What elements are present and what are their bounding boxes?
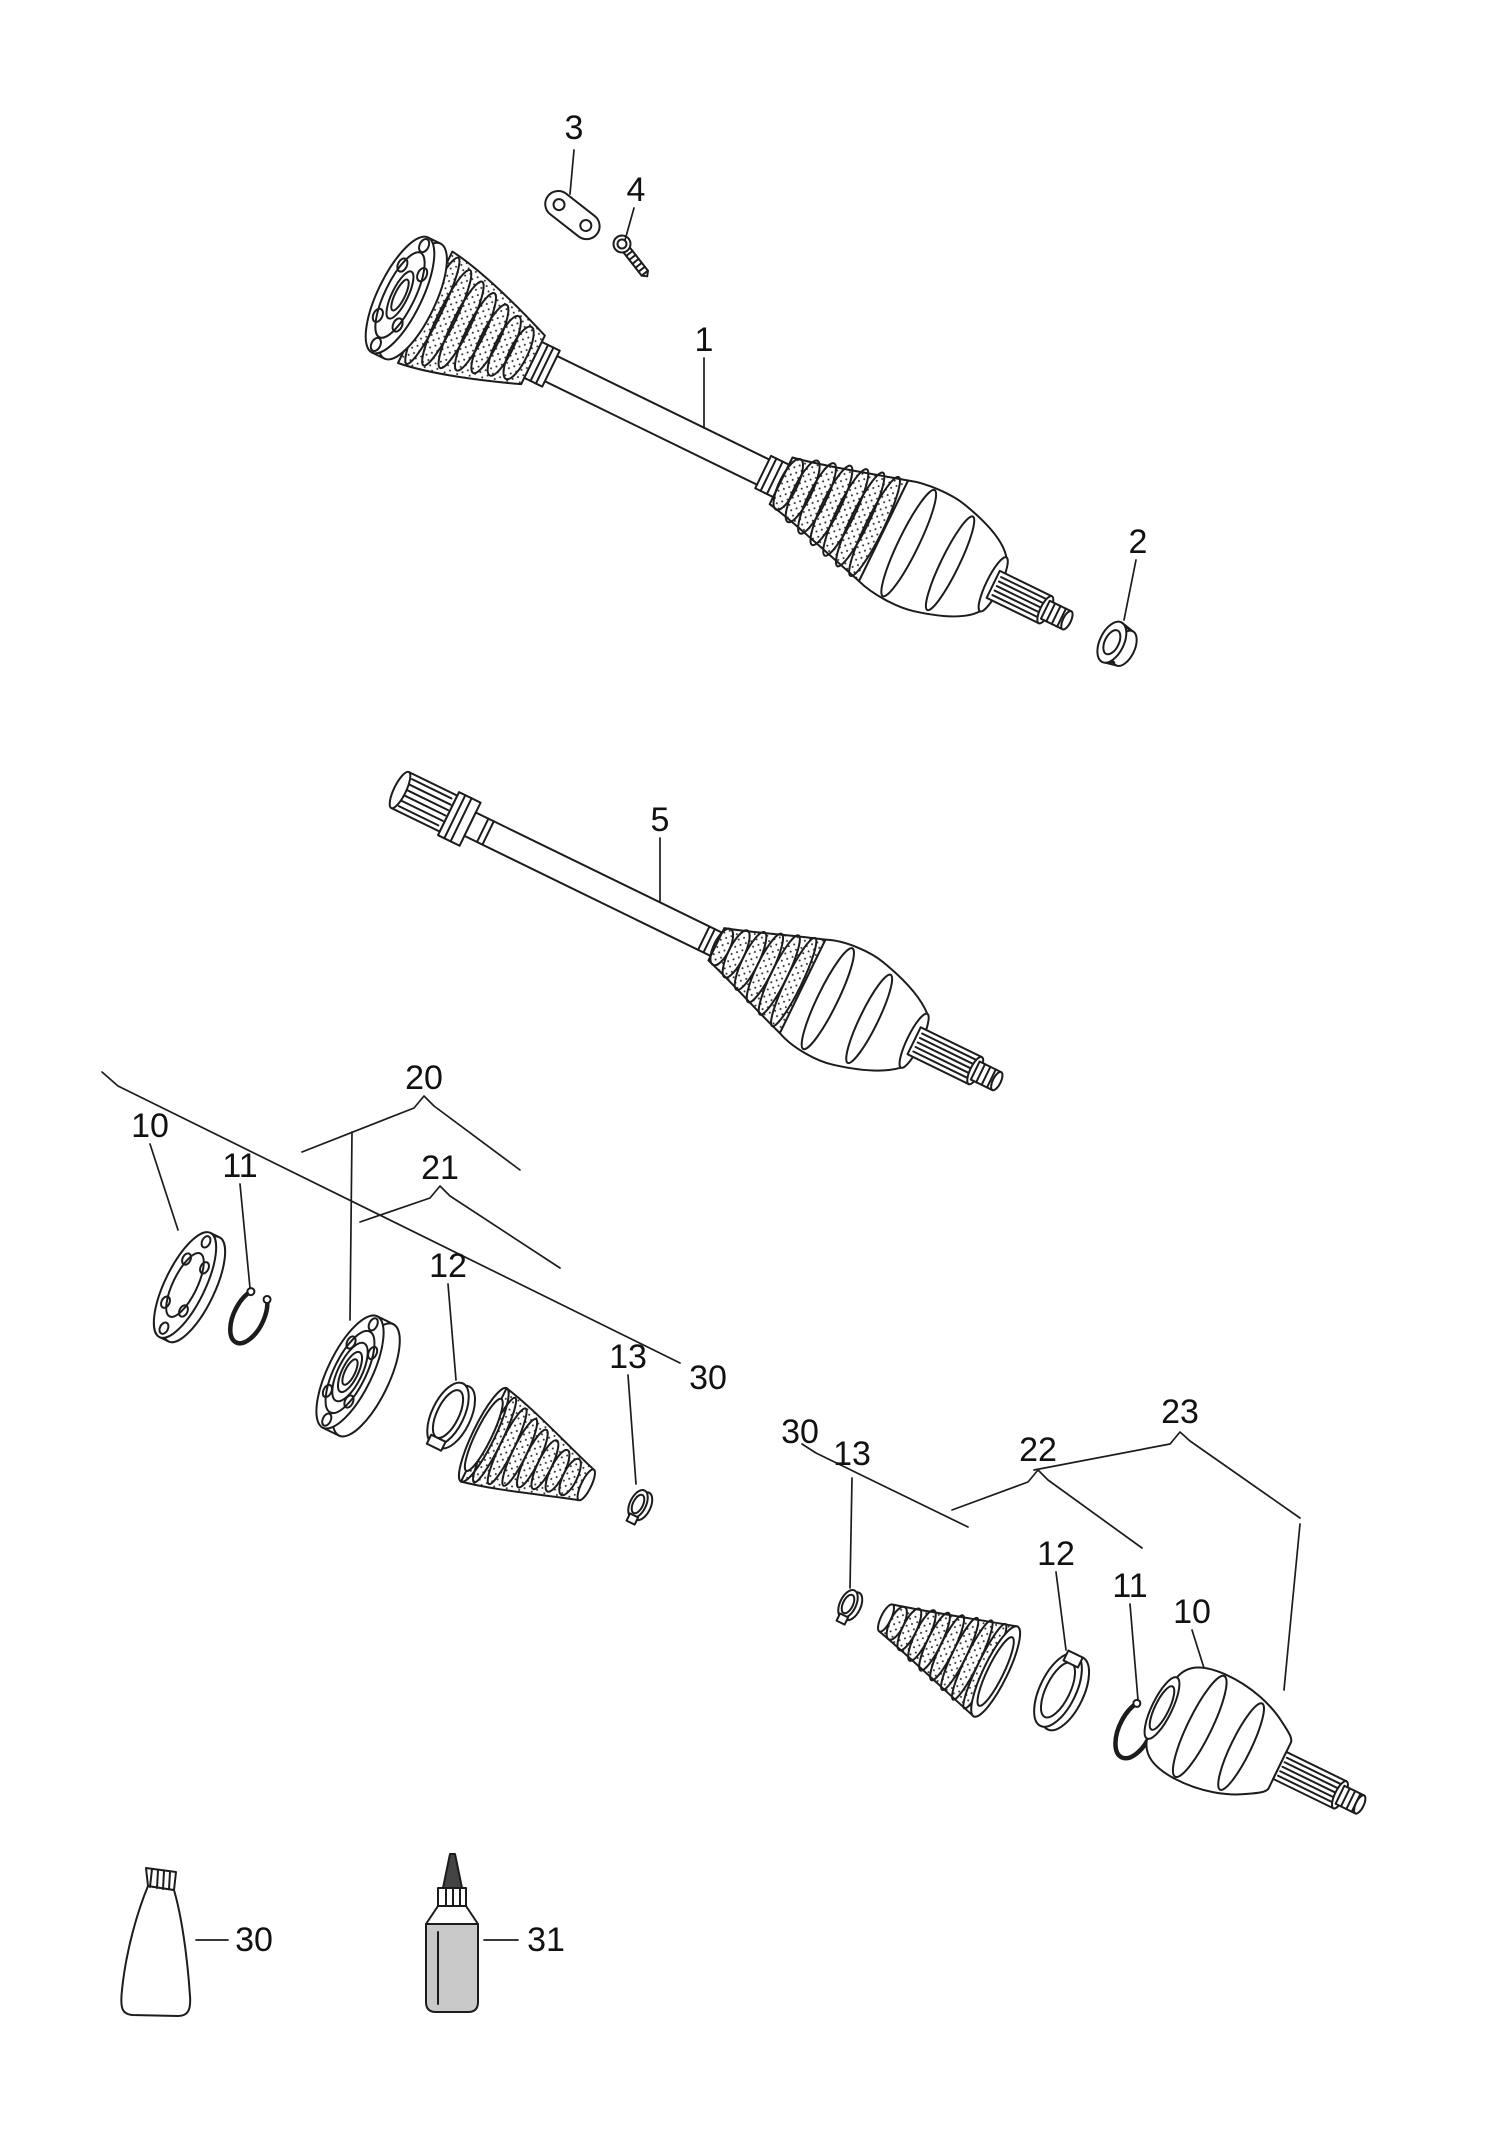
boot-clamp-small-right: [835, 1589, 864, 1626]
leader-4: [624, 207, 635, 241]
leader-hub: [349, 1131, 353, 1321]
boot-clamp-large-left: [425, 1381, 477, 1452]
group-line-left: [101, 1071, 681, 1364]
callout-31[interactable]: 31: [527, 1921, 565, 1959]
shaft-nut: [1096, 620, 1138, 667]
callout-13-right[interactable]: 13: [833, 1435, 871, 1473]
cv-boot-right-group: [877, 1603, 1022, 1718]
inner-cv-boot: [396, 250, 546, 386]
callout-21[interactable]: 21: [421, 1149, 459, 1187]
callout-10-right[interactable]: 10: [1173, 1593, 1211, 1631]
leader-11-left: [239, 1183, 251, 1289]
leader-10-right: [1191, 1629, 1205, 1669]
leader-12-left: [447, 1283, 457, 1381]
callout-20[interactable]: 20: [405, 1059, 443, 1097]
callout-30-right[interactable]: 30: [781, 1413, 819, 1451]
flange-hub: [315, 1314, 401, 1438]
flange-bolt: [612, 234, 649, 278]
boot-clamp-small-left: [625, 1489, 654, 1526]
leader-23: [1283, 1523, 1301, 1691]
leader-10-left: [149, 1143, 179, 1231]
leader-11-right: [1129, 1603, 1139, 1701]
callout-12-right[interactable]: 12: [1037, 1535, 1075, 1573]
circlip-left: [228, 1287, 272, 1346]
callout-30-tube[interactable]: 30: [235, 1921, 273, 1959]
leader-2: [1123, 559, 1137, 621]
retaining-plate: [544, 190, 601, 241]
callout-4[interactable]: 4: [627, 171, 646, 209]
group-line-right: [801, 1443, 969, 1528]
bracket-21: [359, 1185, 561, 1269]
outer-cv-joint-right: [1143, 1666, 1367, 1815]
callout-13-left[interactable]: 13: [609, 1338, 647, 1376]
callout-3[interactable]: 3: [565, 109, 584, 147]
leader-3: [569, 149, 575, 195]
callout-12-left[interactable]: 12: [429, 1247, 467, 1285]
leader-12-right: [1055, 1571, 1067, 1651]
cv-boot-left-group: [457, 1386, 596, 1502]
boot-clamp-large-right: [1033, 1649, 1091, 1732]
callout-11-right[interactable]: 11: [1112, 1567, 1147, 1605]
callout-11-left[interactable]: 11: [222, 1147, 257, 1185]
drive-flange: [364, 235, 448, 361]
leader-13-right: [849, 1477, 853, 1589]
flange-gasket-disc: [152, 1231, 227, 1344]
lubricant-bottle: [425, 1853, 479, 2013]
bracket-23: [1033, 1431, 1301, 1519]
callout-22[interactable]: 22: [1019, 1431, 1057, 1469]
callout-23[interactable]: 23: [1161, 1393, 1199, 1431]
callout-10-left[interactable]: 10: [131, 1107, 169, 1145]
callout-2[interactable]: 2: [1129, 523, 1148, 561]
rear-driveshaft: [364, 235, 1138, 667]
callout-5[interactable]: 5: [651, 801, 670, 839]
grease-tube: [120, 1867, 192, 2017]
front-driveshaft: [388, 770, 1004, 1092]
callout-30-left[interactable]: 30: [689, 1359, 727, 1397]
bracket-20: [301, 1095, 521, 1171]
callout-1[interactable]: 1: [695, 321, 714, 359]
leader-13-left: [627, 1374, 637, 1485]
